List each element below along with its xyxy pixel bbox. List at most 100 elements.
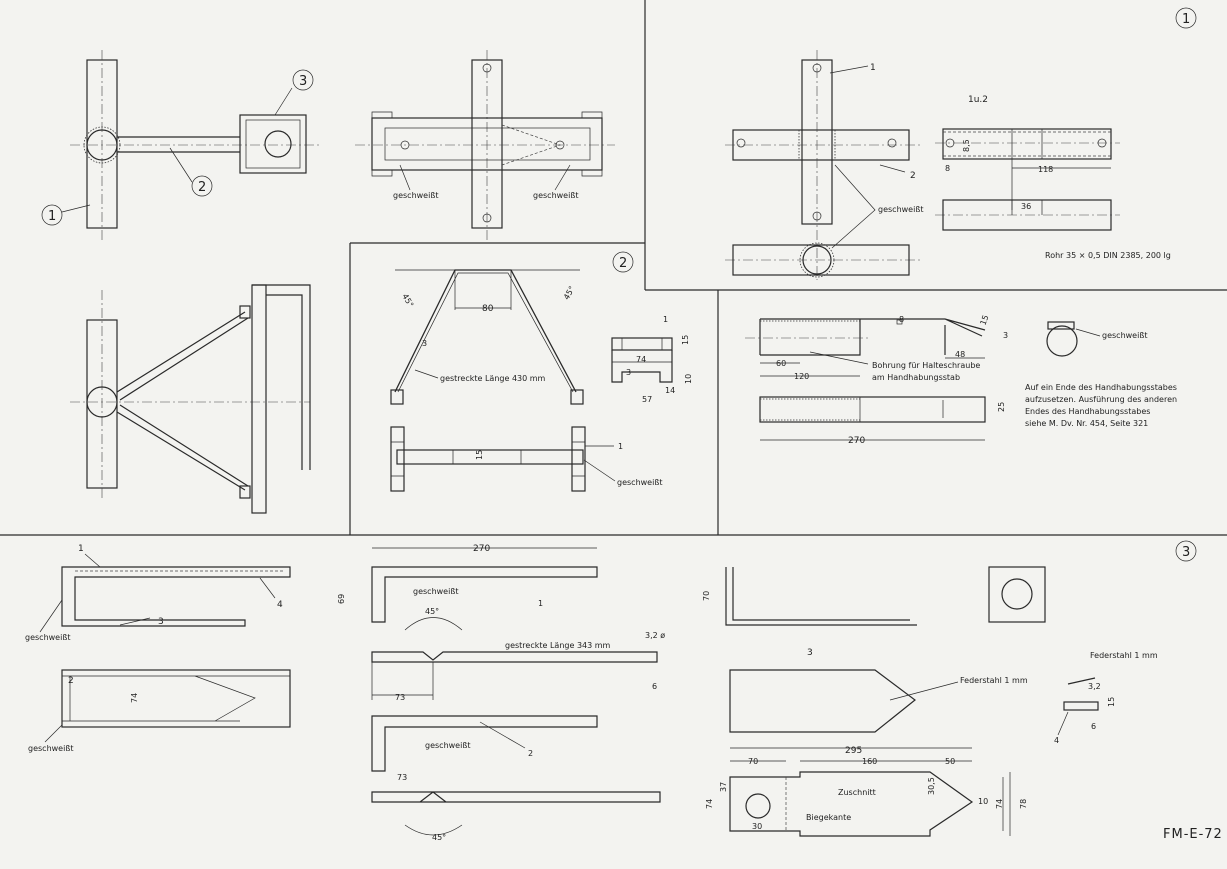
drawing-label: 10	[684, 374, 693, 384]
drawing-label: 80	[482, 304, 494, 314]
drawing-label: 78	[1019, 799, 1028, 809]
drawing-label: 74	[636, 355, 646, 364]
drawing-label: 73	[397, 773, 407, 782]
assembly-front-view: geschweißt geschweißt	[355, 50, 615, 240]
drawing-label: Biegekante	[806, 813, 851, 822]
drawing-label: 118	[1038, 165, 1053, 174]
drawing-label: 3	[807, 648, 813, 658]
drawing-label: 120	[794, 372, 809, 381]
drawing-label: 1	[618, 442, 623, 451]
drawing-label: 36	[1021, 202, 1031, 211]
drawing-label: geschweißt	[413, 587, 459, 596]
drawing-label: siehe M. Dv. Nr. 454, Seite 321	[1025, 419, 1148, 428]
drawing-label: Federstahl 1 mm	[960, 676, 1028, 685]
drawing-label: geschweißt	[617, 478, 663, 487]
drawing-label: 1u.2	[968, 95, 988, 105]
drawing-label: 45°	[562, 285, 577, 302]
drawing-label: 73	[395, 693, 405, 702]
drawing-label: geschweißt	[425, 741, 471, 750]
drawing-label: 2	[910, 171, 916, 181]
drawing-label: 45°	[432, 833, 446, 842]
section3-center-views: 270 69 geschweißt 1 45° gestreckte Länge…	[337, 544, 665, 842]
section-marker-2: 2	[612, 251, 634, 273]
drawing-label: 69	[337, 594, 346, 604]
drawing-label: 15	[475, 450, 484, 460]
drawing-label: 30	[752, 822, 762, 831]
section-marker-3: 3	[1175, 540, 1197, 562]
drawing-label: geschweißt	[25, 633, 71, 642]
drawing-label: geschweißt	[1102, 331, 1148, 340]
drawing-label: 60	[776, 359, 786, 368]
drawing-label: am Handhabungsstab	[872, 373, 960, 382]
drawing-label: Federstahl 1 mm	[1090, 651, 1158, 660]
section1-holder-views: 1 2 geschweißt 1u.2 8,5 8 118 36 Rohr 35…	[725, 50, 1171, 280]
drawing-label: 1	[48, 209, 56, 224]
assembly-side-view	[70, 284, 311, 514]
section3-clip-views: 1 4 geschweißt 3 2 74 geschweißt	[25, 544, 291, 753]
drawing-label: 45°	[400, 292, 415, 309]
drawing-label: 74	[995, 799, 1004, 809]
drawing-label: Auf ein Ende des Handhabungsstabes	[1025, 383, 1177, 392]
drawing-label: 10	[978, 797, 988, 806]
drawing-label: 4	[277, 600, 283, 610]
assembly-top-view: 3 2 1	[41, 50, 320, 240]
drawing-label: 3,2	[1088, 682, 1101, 691]
drawing-label: 74	[130, 693, 139, 703]
section-marker-1: 1	[1175, 7, 1197, 29]
section3-right-views: 70 3 Federstahl 1 mm Federstahl 1 mm 3,2…	[702, 566, 1158, 837]
drawing-label: 4	[1054, 736, 1059, 745]
drawing-label: 70	[748, 757, 758, 766]
drawing-label: 25	[997, 402, 1006, 412]
drawing-label: 2	[528, 749, 533, 758]
drawing-label: 74	[705, 799, 714, 809]
drawing-label: 15	[681, 335, 690, 345]
drawing-label: 1	[78, 544, 84, 554]
drawing-label: 30,5	[927, 777, 936, 795]
drawing-label: geschweißt	[28, 744, 74, 753]
drawing-label: gestreckte Länge 343 mm	[505, 641, 611, 650]
drawing-label: Rohr 35 × 0,5 DIN 2385, 200 lg	[1045, 251, 1171, 260]
drawing-label: 295	[845, 746, 862, 756]
drawing-label: 3	[1003, 331, 1008, 340]
drawing-label: 270	[848, 436, 865, 446]
drawing-label: 3	[158, 617, 164, 627]
drawing-label: 270	[473, 544, 490, 554]
drawing-label: 1	[538, 599, 543, 608]
drawing-label: 8	[945, 164, 950, 173]
drawing-label: 1	[870, 63, 876, 73]
drawing-label: 8,5	[962, 139, 971, 152]
drawing-label: 1	[663, 315, 668, 324]
drawing-label: gestreckte Länge 430 mm	[440, 374, 546, 383]
drawing-label: geschweißt	[393, 191, 439, 200]
drawing-label: 15	[1107, 697, 1116, 707]
drawing-label: 3	[626, 368, 631, 377]
drawing-label: 2	[198, 180, 206, 195]
panel-dividers	[0, 0, 1227, 536]
handle-adapter-views: 8 15 3 48 60 120 Bohrung für Halteschrau…	[745, 314, 1177, 446]
drawing-label: 45°	[425, 607, 439, 616]
drawing-label: 3	[1182, 545, 1190, 560]
drawing-label: 6	[652, 682, 657, 691]
drawing-label: 2	[619, 256, 627, 271]
drawing-label: 160	[862, 757, 877, 766]
drawing-label: 6	[1091, 722, 1096, 731]
drawing-label: 15	[979, 314, 991, 327]
drawing-label: 2	[68, 676, 74, 686]
drawing-label: 70	[702, 591, 711, 601]
drawing-label: 3	[299, 74, 307, 89]
drawing-label: 3,2 ø	[645, 631, 665, 640]
drawing-label: 1	[1182, 12, 1190, 27]
drawing-label: geschweißt	[878, 205, 924, 214]
drawing-label: 37	[719, 782, 728, 792]
drawing-code: FM-E-72	[1163, 827, 1223, 842]
drawing-label: 8	[899, 315, 904, 324]
drawing-label: Bohrung für Halteschraube	[872, 361, 980, 370]
drawing-label: 48	[955, 350, 965, 359]
drawing-label: geschweißt	[533, 191, 579, 200]
drawing-label: aufzusetzen. Ausführung des anderen	[1025, 395, 1177, 404]
drawing-label: 14	[665, 386, 675, 395]
drawing-label: Zuschnitt	[838, 788, 876, 797]
drawing-label: 3	[422, 339, 427, 348]
drawing-label: Endes des Handhabungsstabes	[1025, 407, 1150, 416]
